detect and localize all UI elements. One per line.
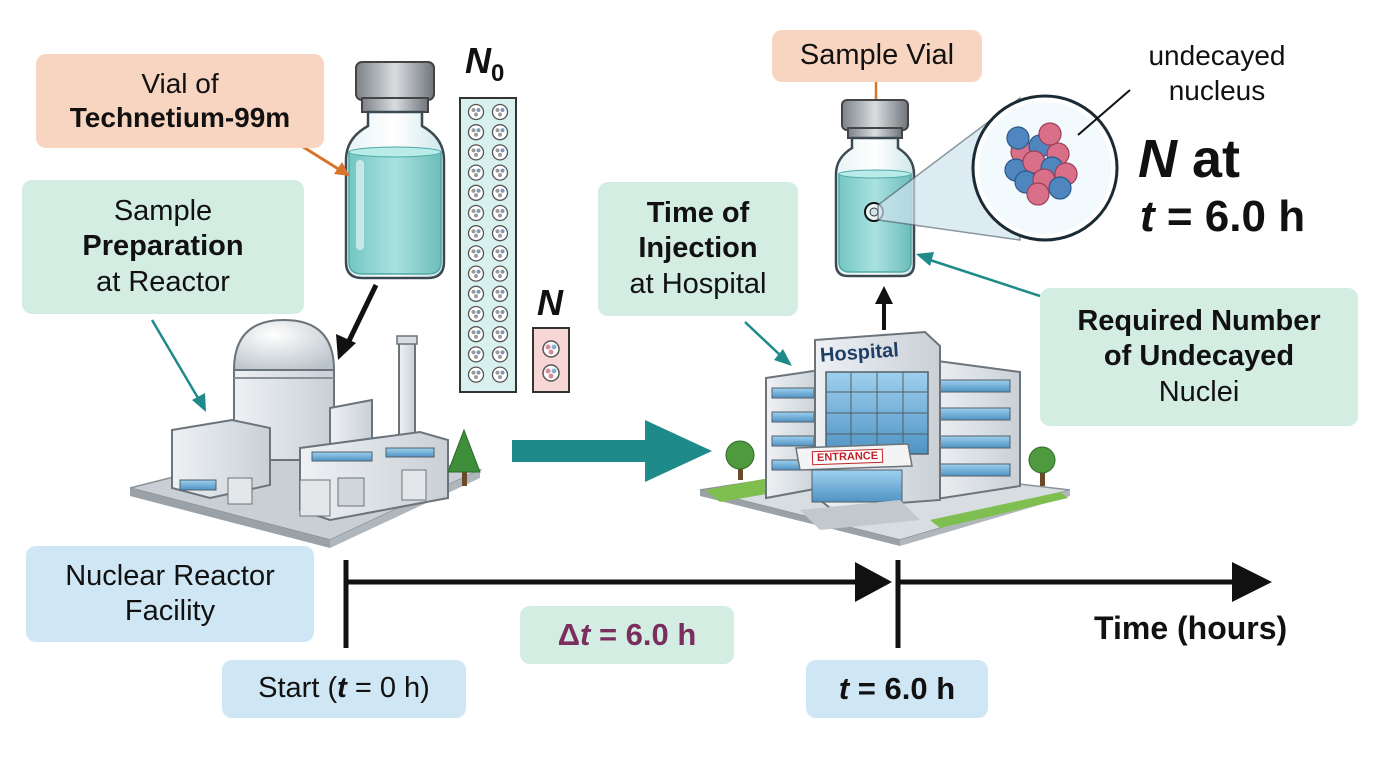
- nucleus-dot: [491, 245, 509, 262]
- start-prefix: Start (: [258, 672, 338, 705]
- technetium-vial: [344, 61, 446, 280]
- n-at-label: N at: [1138, 128, 1240, 190]
- required-line2: of Undecayed: [1103, 340, 1295, 373]
- nat-symbol: N: [1138, 129, 1177, 189]
- delta-value: = 6.0 h: [598, 617, 697, 653]
- delta-t-symbol: t: [579, 617, 591, 653]
- transport-arrow: [512, 420, 712, 482]
- n0-label: N0: [465, 40, 504, 88]
- reactor-facility-label: Nuclear Reactor Facility: [26, 546, 314, 642]
- reactor-line1: Nuclear Reactor: [65, 559, 275, 592]
- undecayed-nucleus-label: undecayed nucleus: [1112, 38, 1322, 108]
- entrance-sign-text: ENTRANCE: [816, 449, 879, 465]
- sample-vial-label: Sample Vial: [772, 30, 982, 82]
- hospital-sign-text: Hospital: [819, 339, 900, 367]
- reactor-facility-illustration: [129, 318, 483, 548]
- nucleus-dot: [467, 124, 485, 141]
- nucleus-dot: [491, 184, 509, 201]
- nucleus-dot: [491, 346, 509, 363]
- start-suffix: = 0 h): [346, 672, 430, 705]
- n0-symbol: N: [465, 40, 491, 81]
- nucleus-dot: [491, 124, 509, 141]
- vial-pointer-arrow: [299, 143, 341, 172]
- t-equals-label: t = 6.0 h: [1140, 192, 1305, 242]
- nucleus-dot: [467, 366, 485, 383]
- vial-label: Vial of Technetium-99m: [36, 54, 324, 148]
- nucleus-icon: [1004, 122, 1078, 206]
- required-number-label: Required Number of Undecayed Nuclei: [1040, 288, 1358, 426]
- prep-line2: Preparation: [82, 230, 244, 263]
- start-label: Start (t = 0 h): [222, 660, 466, 718]
- nucleus-dot: [467, 225, 485, 242]
- nucleus-dot: [467, 184, 485, 201]
- nucleus-dot: [491, 103, 509, 121]
- nat-t-value: = 6.0 h: [1166, 192, 1306, 241]
- time-axis-text: Time (hours): [1094, 610, 1288, 646]
- injection-line1: Time of: [646, 196, 750, 229]
- delta-symbol: Δ: [557, 617, 580, 653]
- prep-line3: at Reactor: [96, 265, 230, 298]
- vial-label-line1: Vial of: [141, 67, 219, 99]
- timeline: [343, 560, 1272, 648]
- injection-pointer-arrow: [744, 321, 781, 356]
- nucleus-dot: [491, 164, 509, 181]
- vial-label-line2: Technetium-99m: [69, 102, 291, 133]
- n-symbol: N: [537, 282, 563, 323]
- nucleus-dot: [467, 204, 485, 222]
- t6-value: = 6.0 h: [849, 671, 956, 707]
- injection-line2: Injection: [638, 232, 758, 265]
- sample-vial-text: Sample Vial: [799, 39, 955, 72]
- nucleus-dot: [467, 144, 485, 161]
- n0-subscript: 0: [491, 60, 505, 88]
- preparation-label: Sample Preparation at Reactor: [22, 180, 304, 314]
- n0-nuclei-column: [459, 97, 517, 393]
- injection-label: Time of Injection at Hospital: [598, 182, 798, 316]
- vial-to-reactor-arrow: [344, 283, 379, 347]
- entrance-sign: ENTRANCE: [811, 448, 884, 466]
- nucleus-dot: [491, 144, 509, 161]
- nucleus-dot: [491, 285, 509, 302]
- nucleus-dot: [491, 366, 509, 383]
- nat-word: at: [1192, 129, 1241, 189]
- required-line1: Required Number: [1077, 304, 1321, 337]
- n-label: N: [537, 282, 563, 324]
- undecayed-line1: undecayed: [1148, 40, 1286, 71]
- n-nuclei-box: [532, 327, 570, 393]
- nucleus-dot: [467, 103, 485, 121]
- nucleus-dot: [491, 265, 509, 282]
- nucleus-dot: [467, 346, 485, 363]
- t6-symbol: t: [838, 671, 850, 707]
- required-pointer-arrow: [929, 258, 1041, 298]
- prep-line1: Sample: [113, 194, 213, 227]
- nucleus-dot: [467, 326, 485, 343]
- injection-line3: at Hospital: [629, 267, 767, 300]
- undecayed-line2: nucleus: [1168, 75, 1266, 106]
- nucleus-dot: [467, 164, 485, 181]
- nucleus-dot: [467, 285, 485, 302]
- t6-label: t = 6.0 h: [806, 660, 988, 718]
- prep-pointer-arrow: [150, 319, 200, 399]
- nucleus-dot: [491, 305, 509, 323]
- nucleus-dot: [491, 204, 509, 222]
- time-axis-label: Time (hours): [1094, 610, 1287, 647]
- nucleus-dot: [491, 326, 509, 343]
- nat-t-symbol: t: [1140, 192, 1155, 241]
- nucleus-dot: [467, 245, 485, 262]
- hospital-illustration: [699, 330, 1071, 546]
- start-t-symbol: t: [337, 672, 347, 705]
- required-line3: Nuclei: [1158, 375, 1240, 408]
- nucleus-dot: [467, 265, 485, 282]
- nucleus-dot: [491, 225, 509, 242]
- reactor-line2: Facility: [124, 595, 216, 627]
- nucleus-dot: [467, 305, 485, 323]
